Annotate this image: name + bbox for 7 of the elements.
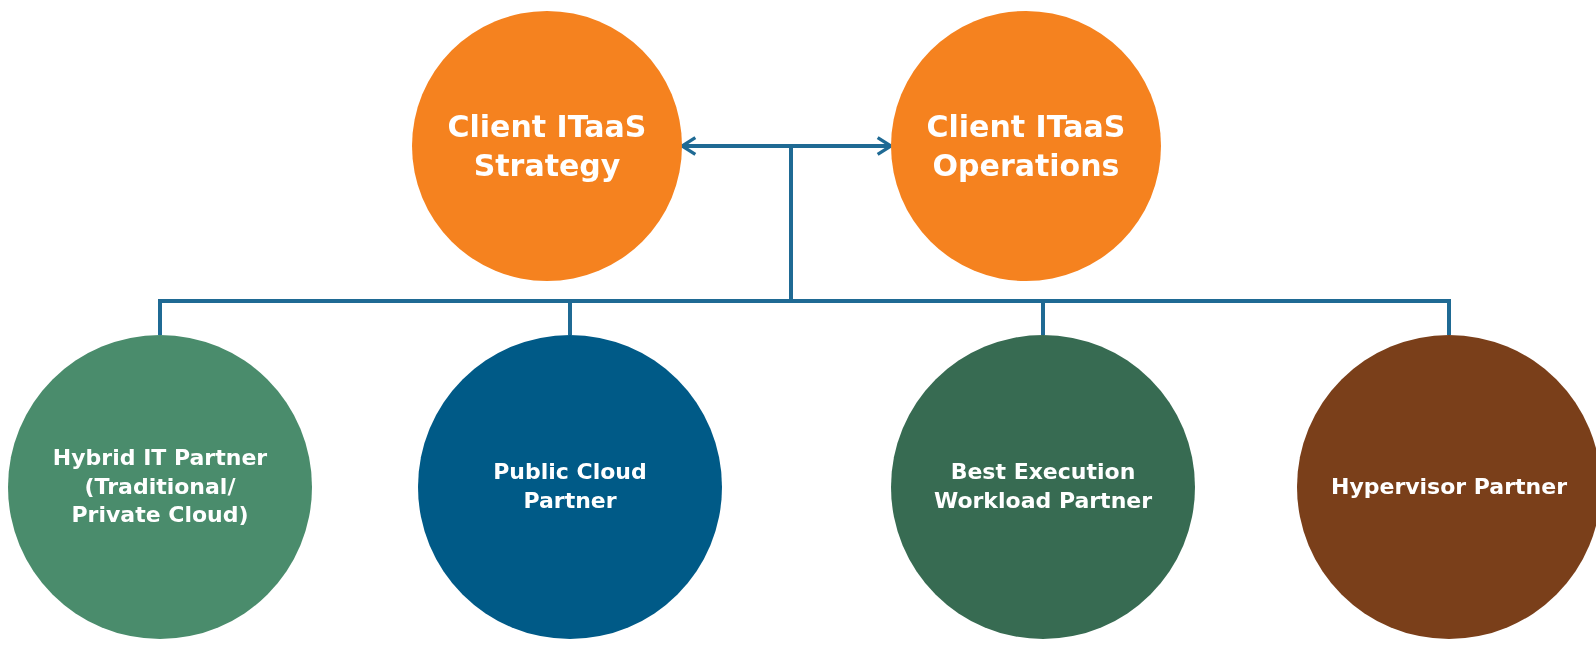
node-label: Hybrid IT Partner (Traditional/ Private Cloud)	[51, 444, 269, 530]
node-label: Client ITaaS Operations	[925, 108, 1127, 185]
node-label: Hypervisor Partner	[1330, 472, 1568, 501]
node-label: Public Cloud Partner	[492, 458, 648, 515]
node-label: Client ITaaS Strategy	[446, 108, 648, 185]
double-arrow	[680, 136, 893, 156]
node-label: Best Execution Workload Partner	[932, 458, 1154, 515]
